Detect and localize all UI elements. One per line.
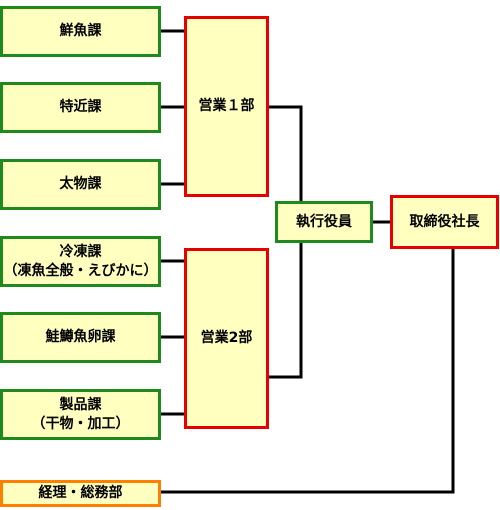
- department-label: 営業2部: [200, 330, 253, 347]
- department-box-eigyo2: 営業2部: [184, 248, 269, 429]
- section-box-seihin: 製品課 （干物・加工）: [0, 389, 161, 440]
- connector-line: [268, 105, 303, 202]
- executive-box: 執行役員: [275, 201, 373, 243]
- section-label: 鮭鱒魚卵課: [45, 329, 116, 346]
- section-label: 冷凍課: [59, 243, 102, 260]
- section-label: 製品課: [59, 396, 102, 413]
- section-box-reito: 冷凍課 （凍魚全般・えびかに）: [0, 236, 161, 287]
- president-label: 取締役社長: [409, 213, 480, 230]
- section-sublabel: （干物・加工）: [31, 415, 130, 432]
- connector-line: [268, 242, 303, 379]
- connector-line: [160, 248, 455, 494]
- section-label: 鮮魚課: [59, 23, 102, 40]
- section-sublabel: （凍魚全般・えびかに）: [3, 262, 158, 279]
- admin-label: 経理・総務部: [38, 485, 123, 502]
- department-label: 営業１部: [198, 98, 255, 115]
- section-box-keiran: 鮭鱒魚卵課: [0, 312, 161, 363]
- section-box-taimono: 太物課: [0, 159, 161, 210]
- section-label: 特近課: [59, 99, 102, 116]
- president-box: 取締役社長: [390, 195, 499, 249]
- section-box-tokkin: 特近課: [0, 82, 161, 133]
- admin-box: 経理・総務部: [0, 480, 161, 507]
- section-box-sengyo: 鮮魚課: [0, 6, 161, 57]
- executive-label: 執行役員: [296, 213, 352, 230]
- department-box-eigyo1: 営業１部: [184, 16, 269, 197]
- section-label: 太物課: [59, 176, 102, 193]
